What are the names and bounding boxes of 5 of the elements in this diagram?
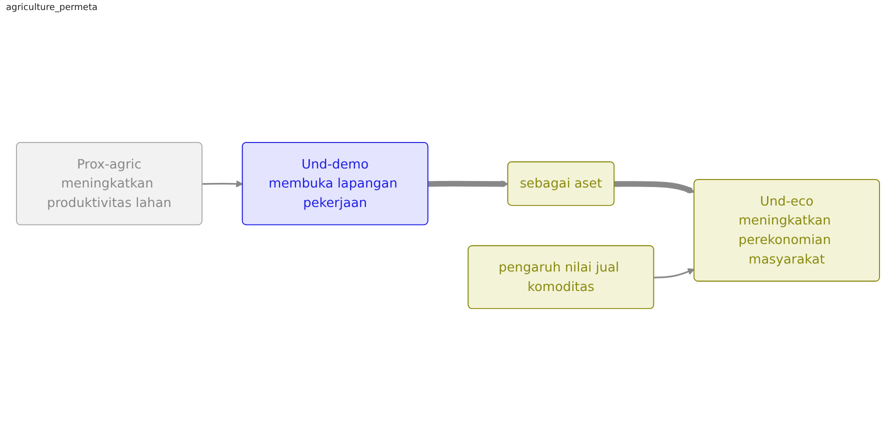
arrow xyxy=(654,268,695,279)
arrow xyxy=(202,180,244,188)
arrow xyxy=(428,180,508,188)
diagram-title: agriculture_permeta xyxy=(6,3,98,13)
arrow xyxy=(614,182,695,194)
